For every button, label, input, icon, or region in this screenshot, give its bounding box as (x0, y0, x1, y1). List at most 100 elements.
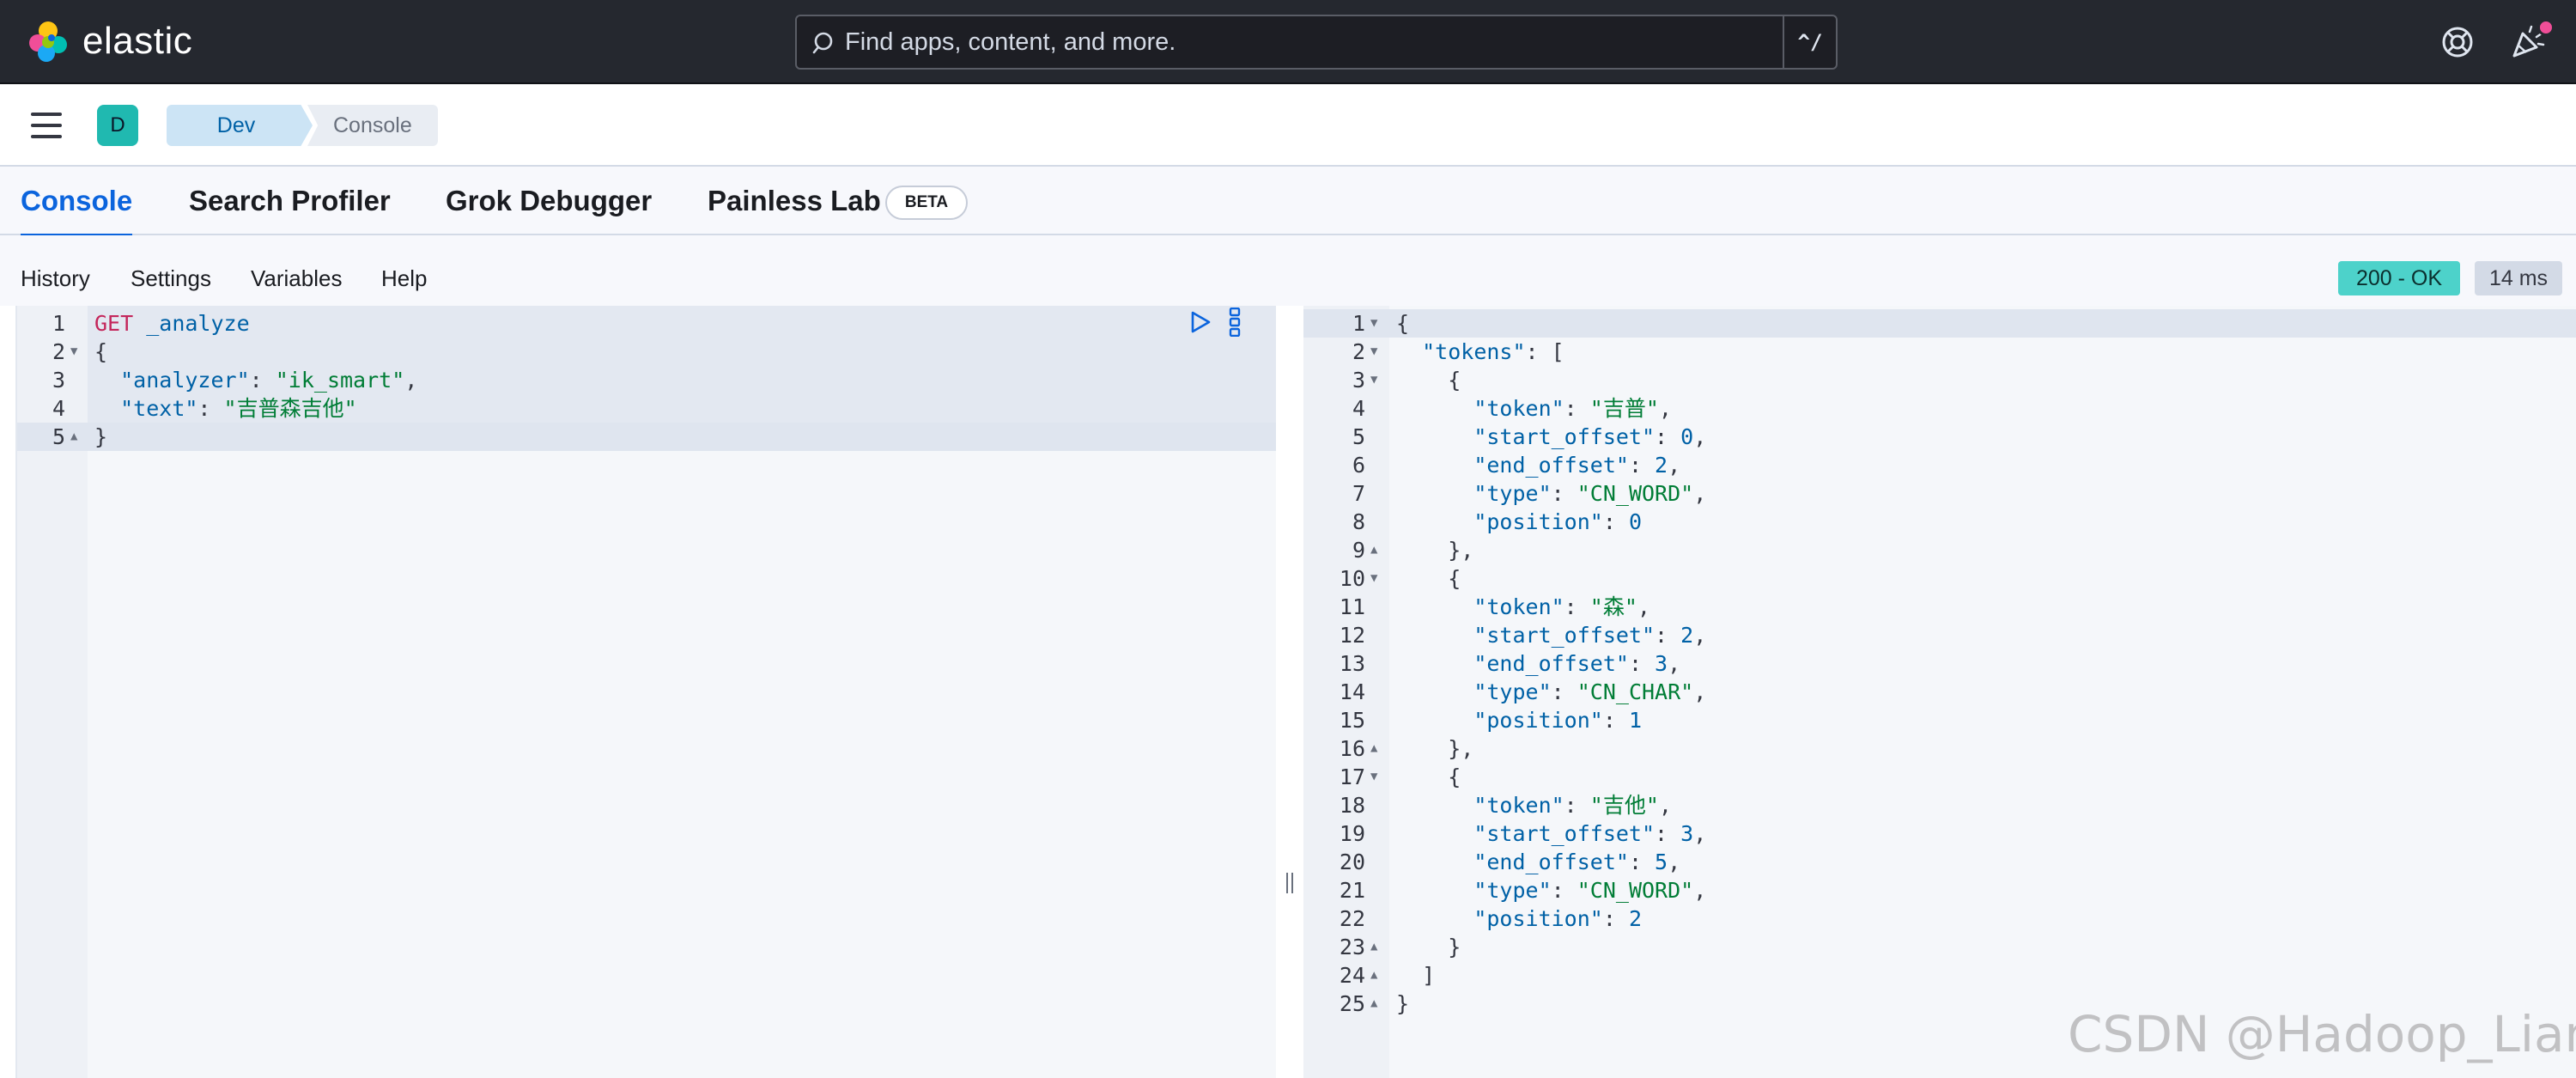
line-number: 25 (1339, 991, 1365, 1016)
code-line: 2▼{ (17, 338, 1276, 366)
play-run-icon[interactable] (1187, 309, 1212, 335)
code-text: } (1396, 935, 1461, 959)
code-text: "end_offset": 3, (1473, 651, 1681, 676)
fold-toggle-icon[interactable]: ▲ (1370, 996, 1378, 1010)
dev-tools-tabs: Console Search Profiler Grok Debugger Pa… (0, 167, 2576, 237)
code-text: "token": "森", (1473, 594, 1650, 619)
code-line: 17 ▼ { (1303, 763, 2576, 791)
breadcrumb-dev-tools[interactable]: Dev Tools (167, 105, 313, 146)
line-number: 7 (1352, 481, 1365, 506)
line-number: 5 (1352, 424, 1365, 449)
console-toolbar: History Settings Variables Help (0, 235, 2576, 306)
code-text: } (94, 424, 108, 449)
fold-toggle-icon[interactable]: ▼ (1370, 571, 1378, 585)
code-text: "position": 0 (1473, 509, 1642, 534)
code-line: 12 "start_offset": 2, (1303, 621, 2576, 649)
code-text: "analyzer": "ik_smart", (120, 368, 418, 393)
code-line: 11 "token": "森", (1303, 593, 2576, 621)
beta-badge: BETA (885, 186, 968, 220)
line-number: 13 (1339, 651, 1365, 676)
settings-link[interactable]: Settings (131, 265, 211, 291)
editor-resizer[interactable] (1276, 306, 1303, 1078)
code-text: "position": 1 (1473, 708, 1642, 733)
code-line: 1▼{ (1303, 309, 2576, 338)
line-number: 4 (1352, 396, 1365, 421)
code-line: 4 "token": "吉普", (1303, 394, 2576, 423)
line-number: 22 (1339, 906, 1365, 931)
news-notification-dot (2537, 19, 2555, 36)
tab-console[interactable]: Console (21, 167, 133, 237)
code-line: 2▼ "tokens": [ (1303, 338, 2576, 366)
code-text: "start_offset": 0, (1473, 424, 1707, 449)
code-line: 8 "position": 0 (1303, 508, 2576, 536)
line-number: 10 (1339, 566, 1365, 591)
fold-toggle-icon[interactable]: ▲ (1370, 940, 1378, 953)
breadcrumb-console: Console (307, 105, 438, 146)
help-lifebuoy-icon[interactable] (2440, 25, 2475, 59)
fold-toggle-icon[interactable]: ▲ (70, 429, 78, 443)
code-line: 10 ▼ { (1303, 564, 2576, 593)
code-text: "end_offset": 2, (1473, 453, 1681, 478)
code-line: 22 "position": 2 (1303, 904, 2576, 933)
line-number: 6 (1352, 453, 1365, 478)
code-text: }, (1396, 538, 1474, 563)
line-number: 12 (1339, 623, 1365, 648)
tab-painless-lab[interactable]: Painless Lab (708, 185, 881, 216)
fold-toggle-icon[interactable]: ▼ (70, 344, 78, 358)
elastic-logo[interactable]: elastic (26, 19, 192, 64)
code-text: "token": "吉普", (1473, 396, 1672, 421)
line-number: 18 (1339, 793, 1365, 818)
response-editor[interactable]: 1▼{2▼ "tokens": [3▼ {4 "token": "吉普",5 "… (1303, 306, 2576, 1078)
code-text: }, (1396, 736, 1474, 761)
code-line: 5▲} (17, 423, 1276, 451)
help-link[interactable]: Help (381, 265, 428, 291)
code-line: 25 ▲} (1303, 990, 2576, 1018)
code-text: { (1396, 566, 1461, 591)
code-text: } (1396, 991, 1410, 1016)
code-text: { (1396, 368, 1461, 393)
global-search[interactable]: ^/ (795, 15, 1838, 70)
code-text: "token": "吉他", (1473, 793, 1672, 818)
tab-grok-debugger[interactable]: Grok Debugger (446, 185, 653, 216)
search-shortcut-hint: ^/ (1783, 16, 1836, 68)
resizer-grip-icon (1286, 873, 1293, 893)
code-text: { (1396, 764, 1461, 789)
line-number: 15 (1339, 708, 1365, 733)
space-avatar[interactable]: D (97, 105, 138, 146)
variables-link[interactable]: Variables (251, 265, 343, 291)
top-header: elastic ^/ (0, 0, 2576, 84)
fold-toggle-icon[interactable]: ▼ (1370, 316, 1378, 330)
menu-toggle-icon[interactable] (31, 113, 62, 138)
fold-toggle-icon[interactable]: ▼ (1370, 373, 1378, 387)
fold-toggle-icon[interactable]: ▲ (1370, 741, 1378, 755)
response-time-badge: 14 ms (2475, 261, 2562, 295)
line-number: 20 (1339, 850, 1365, 874)
line-number: 1 (52, 311, 65, 336)
code-text: "start_offset": 3, (1473, 821, 1707, 846)
fold-toggle-icon[interactable]: ▼ (1370, 344, 1378, 358)
code-line: 9▲ }, (1303, 536, 2576, 564)
fold-toggle-icon[interactable]: ▲ (1370, 968, 1378, 982)
history-link[interactable]: History (21, 265, 90, 291)
breadcrumb-bar: D Dev Tools Console (0, 84, 2576, 167)
request-actions-menu-icon[interactable] (1228, 308, 1242, 337)
code-line: 19 "start_offset": 3, (1303, 819, 2576, 848)
line-number: 3 (1352, 368, 1365, 393)
code-line: 4 "text": "吉普森吉他" (17, 394, 1276, 423)
line-number: 11 (1339, 594, 1365, 619)
search-input[interactable] (845, 16, 1704, 68)
code-line: 18 "token": "吉他", (1303, 791, 2576, 819)
line-number: 17 (1339, 764, 1365, 789)
code-line: 7 "type": "CN_WORD", (1303, 479, 2576, 508)
code-line: 21 "type": "CN_WORD", (1303, 876, 2576, 904)
line-number: 23 (1339, 935, 1365, 959)
fold-toggle-icon[interactable]: ▼ (1370, 770, 1378, 783)
code-text: "type": "CN_WORD", (1473, 878, 1707, 903)
line-number: 1 (1352, 311, 1365, 336)
fold-toggle-icon[interactable]: ▲ (1370, 543, 1378, 557)
tab-search-profiler[interactable]: Search Profiler (189, 185, 391, 216)
code-line: 24▲ ] (1303, 961, 2576, 990)
code-text: { (94, 339, 108, 364)
